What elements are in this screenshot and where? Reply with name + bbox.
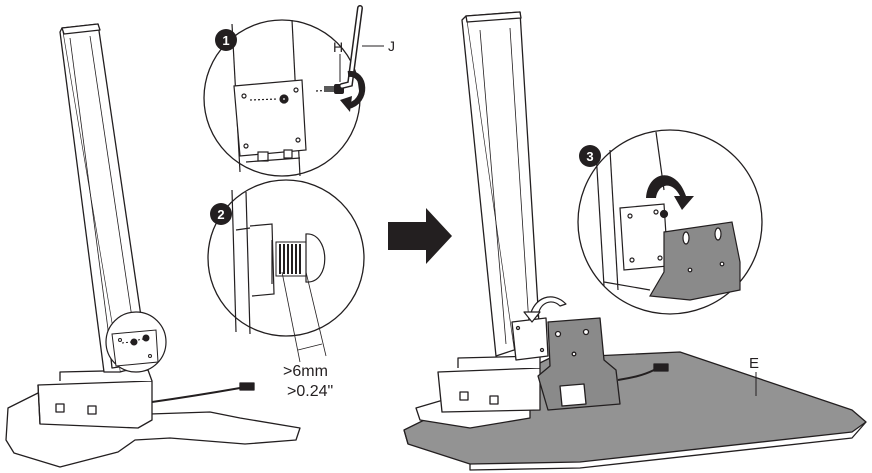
right-mount-plate	[511, 317, 549, 361]
step3-badge	[579, 145, 601, 167]
step3-number: 3	[586, 149, 593, 164]
step2-badge	[210, 203, 232, 225]
label-measure-in: >0.24"	[287, 383, 333, 400]
label-hex-key-J: J	[388, 38, 395, 54]
step2-screw	[275, 233, 326, 283]
step2-number: 2	[217, 207, 224, 222]
label-screw-H: H	[333, 39, 343, 55]
step3-curved-arrow	[646, 175, 694, 210]
step2-plate-edge	[249, 223, 275, 297]
right-stand-assembly	[403, 11, 867, 471]
right-bracket	[537, 317, 621, 411]
measure-dim	[297, 343, 323, 351]
right-cable	[617, 369, 655, 381]
left-cable-plug	[239, 382, 255, 391]
left-cable	[151, 387, 241, 403]
step3-bracket	[649, 221, 741, 301]
left-pedestal	[37, 380, 153, 429]
right-cable-plug	[653, 363, 669, 372]
step2-detail: >6mm >0.24" 2	[207, 179, 365, 400]
step1-number: 1	[222, 33, 229, 48]
step1-detail: H J 1	[203, 5, 395, 177]
right-pedestal	[437, 367, 541, 413]
transition-arrow	[388, 208, 452, 264]
label-measure-mm: >6mm	[283, 363, 328, 380]
rotate-arrow	[340, 71, 366, 112]
right-curved-arrow	[529, 296, 567, 317]
measure-line-left	[281, 271, 301, 363]
step3-detail: 3	[577, 129, 763, 315]
left-callout-detail	[111, 329, 159, 367]
measure-line-right	[305, 271, 327, 357]
hex-key-J	[339, 5, 363, 89]
label-base-E: E	[749, 355, 759, 372]
step1-badge	[215, 29, 237, 51]
